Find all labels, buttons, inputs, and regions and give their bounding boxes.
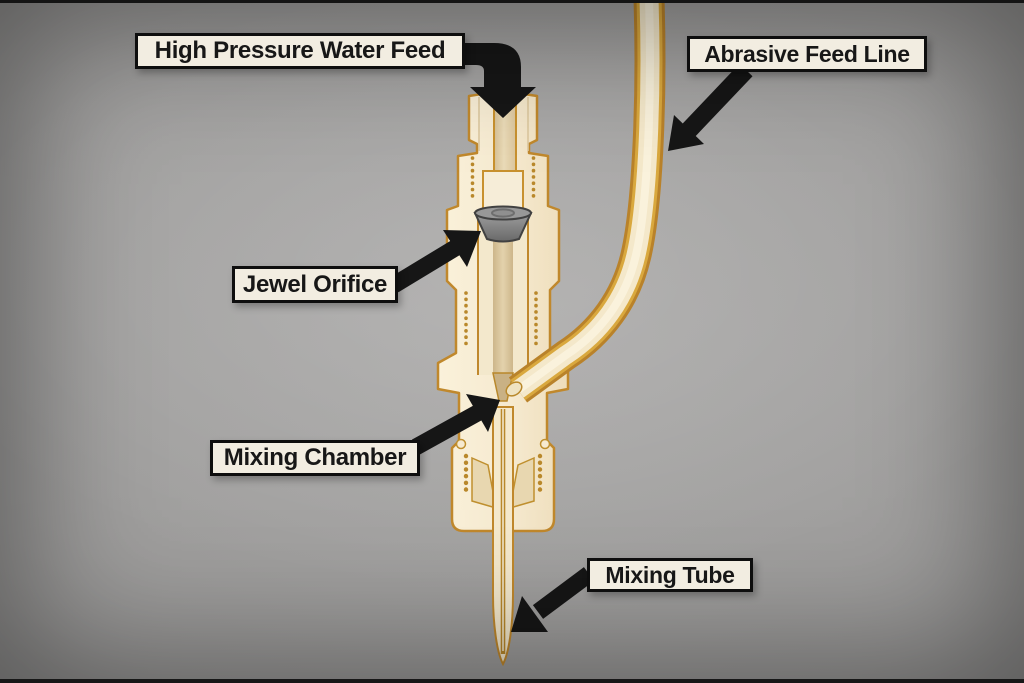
abrasive-feed-tube (505, 3, 666, 403)
label-mixing-chamber: Mixing Chamber (210, 440, 420, 476)
label-high-pressure-water-feed: High Pressure Water Feed (135, 33, 465, 69)
nozzle-cross-section-illustration (389, 3, 753, 667)
nut-coil-threads (463, 453, 543, 498)
abrasive-tube-mouth (505, 381, 523, 397)
callout-arrows (389, 43, 753, 632)
nut-shoulder-curl (539, 438, 551, 450)
nut-shoulder-curl (455, 438, 467, 450)
label-text: Mixing Tube (605, 561, 735, 588)
label-jewel-orifice: Jewel Orifice (232, 266, 398, 303)
label-text: Abrasive Feed Line (704, 40, 910, 67)
arrow-high-pressure-water-feed (460, 43, 536, 118)
arrow-abrasive-feed-line (668, 63, 753, 151)
arrow-jewel-orifice (389, 230, 481, 293)
label-text: High Pressure Water Feed (154, 37, 446, 64)
jewel-orifice-shape (473, 205, 533, 243)
label-abrasive-feed-line: Abrasive Feed Line (687, 36, 927, 72)
arrow-mixing-tube (511, 567, 595, 632)
label-text: Jewel Orifice (242, 270, 388, 298)
arrow-mixing-chamber (411, 394, 500, 455)
label-text: Mixing Chamber (223, 444, 407, 471)
water-channel (493, 241, 513, 373)
label-mixing-tube: Mixing Tube (587, 558, 753, 592)
mixing-tube-shape (492, 406, 514, 667)
thread-marks (464, 156, 538, 347)
